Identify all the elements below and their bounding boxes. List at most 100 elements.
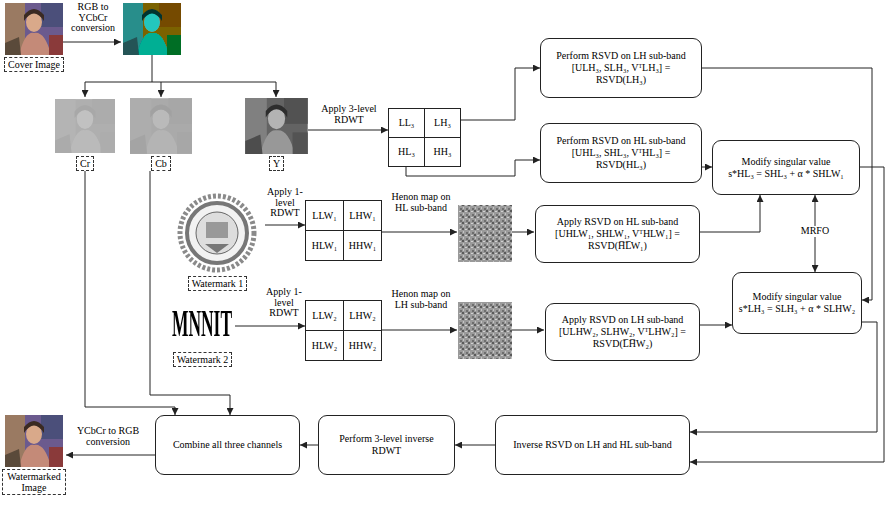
connector (461, 68, 540, 120)
cb-channel-photo (130, 98, 192, 154)
process-box: Inverse RSVD on LH and HL sub-band (495, 415, 690, 475)
subband-cell: HL₃ (388, 137, 425, 167)
subband-cell: HLW₂ (305, 330, 344, 361)
process-box: Apply RSVD on LH sub-band[ULHW₂, SLHW₂, … (545, 303, 700, 361)
scrambled-image (458, 302, 512, 359)
emblem-ring (187, 203, 247, 263)
subband-cell: LLW₂ (305, 300, 344, 331)
subband-cell: LH₃ (424, 108, 461, 138)
cell-label: LHW₂ (349, 311, 375, 321)
image-node: Watermarked Image (2, 415, 66, 495)
y-channel-photo (245, 98, 307, 154)
cell-label: HH₃ (434, 147, 452, 157)
connector (455, 445, 495, 446)
image-area (245, 98, 308, 154)
annotation: Henon map on LH sub-band (388, 289, 454, 310)
edge-label: Apply 3-level RDWT (312, 104, 386, 125)
image-caption: Watermark 1 (188, 276, 248, 291)
box-title: Apply RSVD on LH sub-band (562, 314, 684, 326)
image-node: Watermark 1 (170, 192, 265, 291)
cell-label: LHW₁ (349, 211, 375, 221)
cell-label: HHW₁ (349, 241, 376, 251)
box-formula: [UHL₃, SHL₃, VᵀHL₃] = RSVD(HL₃) (546, 147, 696, 171)
connector (235, 326, 305, 327)
subband-cell: HH₃ (424, 137, 461, 167)
arrow (85, 82, 86, 97)
subband-cell: LLW₁ (305, 200, 344, 231)
process-box: Apply RSVD on HL sub-band[UHLW₁, SHLW₁, … (535, 205, 700, 263)
image-caption: Cover Image (4, 57, 64, 72)
cell-label: LLW₂ (312, 311, 336, 321)
subband-cell: LHW₁ (343, 200, 382, 231)
cell-label: LLW₁ (312, 211, 336, 221)
box-formula: [ULHW₂, SLHW₂, VᵀLHW₂] = RSVD(L̅H̅W₂) (551, 326, 694, 350)
image-caption: Cb (151, 156, 171, 171)
cell-label: LL₃ (399, 118, 415, 128)
box-title: Modify singular value (742, 156, 831, 168)
ycbcr-photo (123, 3, 181, 55)
arrow (276, 82, 277, 97)
split-line (85, 55, 276, 82)
subband-cell: HLW₁ (305, 230, 344, 261)
connector (702, 167, 712, 168)
edge-label: Apply 1-level RDWT (264, 287, 304, 319)
emblem-gear (180, 196, 254, 270)
arrow (381, 330, 457, 331)
image-node: Cr (55, 98, 115, 171)
process-box: Perform RSVD on LH sub-band[ULH₃, SLH₃, … (540, 38, 702, 98)
image-caption: Y (269, 156, 284, 171)
cell-label: HLW₁ (312, 241, 338, 251)
arrow (63, 42, 121, 43)
process-box: Modify singular values*LH₃ = SLH₃ + α * … (732, 272, 862, 334)
cell-label: HL₃ (398, 147, 415, 157)
cell-label: HLW₂ (312, 341, 338, 351)
connector (690, 167, 884, 462)
emblem-flame (205, 244, 229, 253)
connector (265, 225, 305, 226)
arrow (381, 232, 457, 233)
subband-cell: HHW₁ (343, 230, 382, 261)
box-title: Perform RSVD on LH sub-band (556, 50, 685, 62)
box-formula: s*HL₃ = SHL₃ + α * SHLW₁ (728, 168, 844, 180)
edge-label: MRFO (798, 226, 832, 237)
box-title: Combine all three channels (173, 439, 282, 451)
connector (700, 325, 732, 326)
box-formula: [ULH₃, SLH₃, VᵀLH₃] = RSVD(LH₃) (546, 62, 696, 86)
subband-cell: LHW₂ (343, 300, 382, 331)
image-node: Y (245, 98, 308, 171)
connector (308, 130, 388, 131)
emblem-book (206, 222, 228, 238)
scrambled-image (458, 205, 512, 262)
connector (700, 195, 760, 232)
box-title: Perform 3-level inverse RDWT (324, 433, 449, 457)
connector (300, 445, 318, 446)
cover-photo (5, 3, 63, 55)
emblem-logo (180, 196, 254, 270)
image-area (2, 3, 66, 55)
annotation: Henon map on HL sub-band (388, 192, 454, 213)
cell-label: LH₃ (434, 118, 451, 128)
logo-text: MNNIT (172, 305, 232, 343)
connector (66, 455, 155, 456)
connector (150, 171, 230, 415)
box-title: Perform RSVD on HL sub-band (556, 135, 685, 147)
arrow (512, 330, 544, 331)
box-formula: s*LH₃ = SLH₃ + α * SLHW₂ (739, 303, 855, 315)
process-box: Perform 3-level inverse RDWT (318, 415, 455, 475)
cell-label: HHW₂ (349, 341, 376, 351)
image-caption: Watermarked Image (2, 469, 66, 495)
process-box: Combine all three channels (155, 415, 300, 475)
annotation: RGB to YCbCr conversion (64, 2, 122, 34)
image-area (170, 192, 265, 274)
subband-cell: LL₃ (388, 108, 425, 138)
image-node: Cover Image (2, 3, 66, 72)
box-title: Apply RSVD on HL sub-band (557, 216, 678, 228)
box-formula: [UHLW₁, SHLW₁, VᵀHLW₁] = RSVD(H̅L̅W₁) (541, 228, 694, 252)
connector (85, 171, 175, 415)
subband-cell: HHW₂ (343, 330, 382, 361)
image-caption: Cr (76, 156, 94, 171)
box-title: Inverse RSVD on LH and HL sub-band (513, 439, 672, 451)
arrow (161, 82, 162, 97)
process-box: Modify singular values*HL₃ = SHL₃ + α * … (712, 140, 860, 195)
image-node: Cb (130, 98, 192, 171)
